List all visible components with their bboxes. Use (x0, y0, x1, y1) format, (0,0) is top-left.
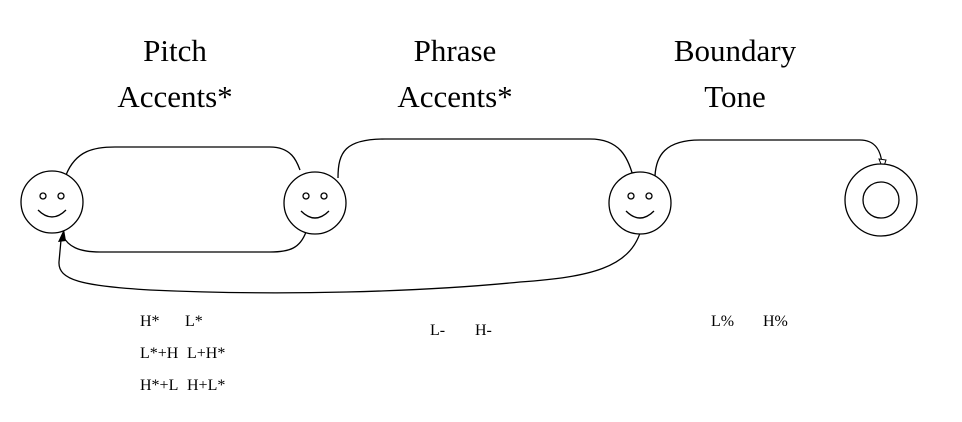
phrase-heading-line2: Accents* (397, 79, 513, 114)
phrase-arc (337, 138, 634, 179)
pitch-accents-heading: Pitch Accents* (75, 28, 275, 120)
boundary-tone-heading: Boundary Tone (635, 28, 835, 120)
phrase-accent-label: H- (475, 322, 492, 339)
pitch-accent-label: L*+H (140, 345, 179, 362)
boundary-heading-line2: Tone (704, 79, 766, 114)
boundary-arc (654, 139, 883, 177)
pitch-heading-line2: Accents* (117, 79, 233, 114)
pitch-accent-label: H+L* (187, 377, 226, 394)
pitch-loop-back-arc (62, 231, 307, 253)
boundary-tone-label: L% (711, 313, 735, 330)
state-1-smiley-face-icon (20, 170, 84, 234)
pitch-loop-top-arc (65, 146, 301, 176)
boundary-tone-label: H% (763, 313, 788, 330)
state-2-smiley-face-icon (283, 171, 347, 235)
return-arc (58, 229, 642, 294)
boundary-heading-line1: Boundary (673, 33, 797, 68)
pitch-accent-label: H*+L (140, 377, 179, 394)
pitch-accent-label: L* (185, 313, 203, 330)
pitch-heading-line1: Pitch (143, 33, 207, 68)
final-state-double-circle-icon (844, 163, 918, 237)
state-3-smiley-face-icon (608, 171, 672, 235)
pitch-accent-label: L+H* (187, 345, 226, 362)
phrase-heading-line1: Phrase (413, 33, 497, 68)
return-arrowhead-icon (58, 229, 66, 242)
phrase-accents-heading: Phrase Accents* (355, 28, 555, 120)
phrase-accent-label: L- (430, 322, 446, 339)
pitch-accent-label: H* (140, 313, 160, 330)
